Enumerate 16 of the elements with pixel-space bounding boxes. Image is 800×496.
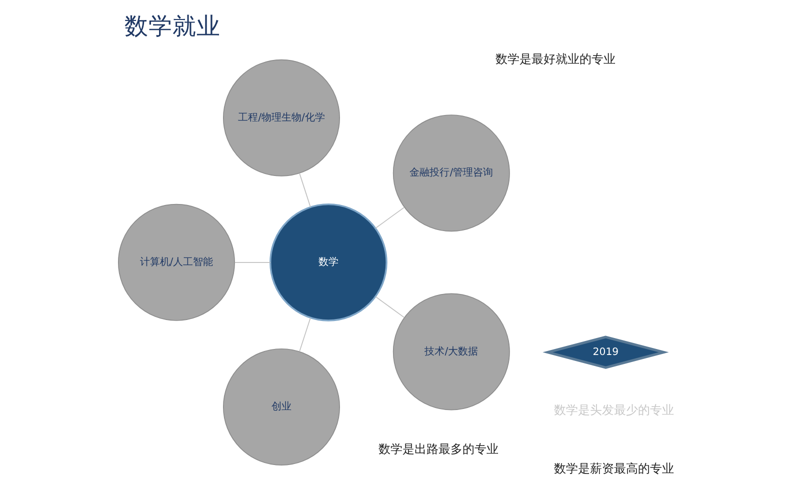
connector [234,262,271,263]
label: 数学是最好就业的专业 [496,52,616,66]
diagram-title: 数学就业 [124,12,221,40]
node-circle: 创业 [222,348,340,466]
node-circle: 工程/物理生物/化学 [222,59,340,176]
label: 数学是薪资最高的专业 [554,461,674,476]
connector [299,317,311,352]
node-circle: 计算机/人工智能 [118,204,235,321]
node-diamond: 2019 [542,336,669,369]
label: 数学是出路最多的专业 [378,442,499,456]
node-circle: 金融投行/管理咨询 [392,114,510,232]
connector [375,296,405,318]
connector [375,207,405,229]
node-circle: 数学 [270,203,388,322]
connector [299,172,311,208]
node-circle: 技术/大数据 [392,293,510,410]
